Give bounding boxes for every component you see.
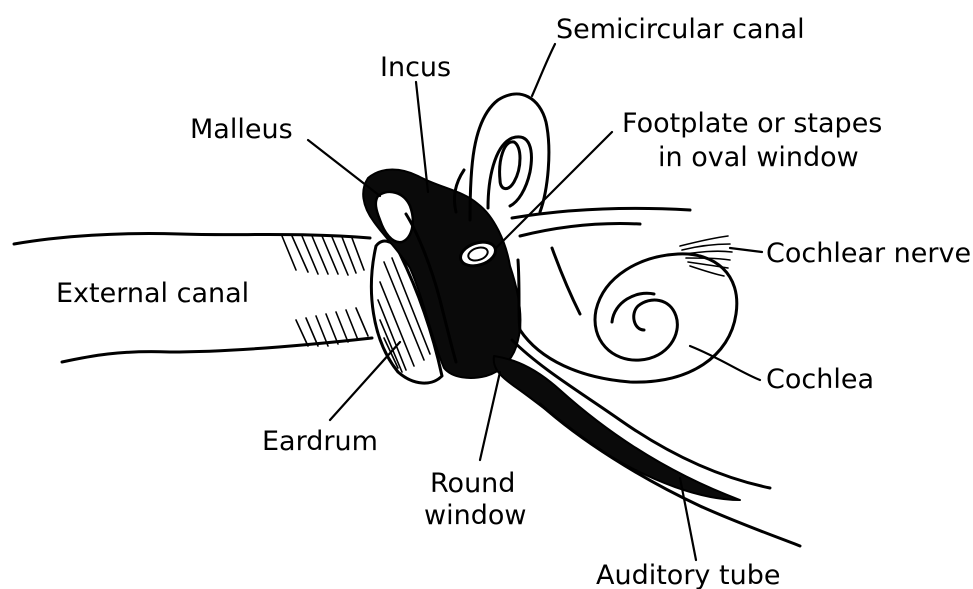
label-cochlear-nerve: Cochlear nerve — [766, 238, 971, 269]
ossicles — [363, 170, 520, 378]
label-footplate-line1: Footplate or stapes — [622, 108, 882, 139]
leader-footplate — [496, 132, 612, 248]
label-round-line1: Round — [430, 468, 515, 499]
leader-round-window — [480, 372, 500, 460]
label-eardrum: Eardrum — [262, 426, 378, 457]
label-incus: Incus — [380, 52, 451, 83]
cochlea — [520, 254, 737, 382]
leader-eardrum — [330, 342, 400, 420]
leader-cochlea — [690, 346, 760, 380]
label-external-canal: External canal — [56, 278, 249, 309]
label-round-line2: window — [424, 500, 526, 531]
label-cochlea: Cochlea — [766, 364, 874, 395]
auditory-tube — [494, 340, 800, 546]
vestibule — [512, 208, 690, 330]
leader-semicircular-canal — [532, 44, 555, 96]
label-malleus: Malleus — [190, 114, 293, 145]
leader-cochlear-nerve — [730, 248, 762, 252]
label-semicircular-canal: Semicircular canal — [556, 14, 805, 45]
label-auditory-tube: Auditory tube — [596, 560, 780, 589]
leader-malleus — [308, 140, 380, 196]
label-footplate-line2: in oval window — [658, 142, 859, 173]
